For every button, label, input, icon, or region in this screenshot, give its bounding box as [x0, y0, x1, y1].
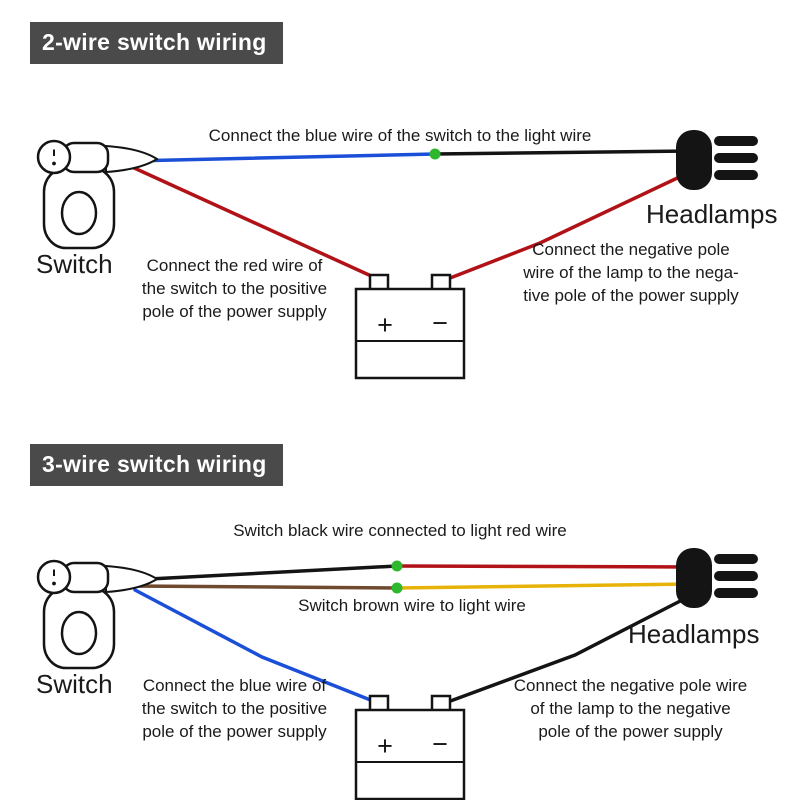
battery-minus-sign: −: [432, 729, 448, 759]
wire-blue-switch-to-junction: [128, 152, 437, 163]
wire-black-lamp-to-battery-negative: [443, 594, 692, 705]
note-lamp-negative-pole-2: Connect the negative pole wire of the la…: [478, 674, 783, 743]
wire-black-switch-to-junction: [128, 564, 399, 582]
section1-title: 2-wire switch wiring: [42, 29, 267, 55]
switch-illustration-2: [36, 559, 159, 670]
note-line: Connect the red wire of: [146, 256, 323, 275]
note-brown-wire-to-light: Switch brown wire to light wire: [298, 596, 526, 615]
wire-red-switch-to-battery-positive: [130, 165, 382, 282]
wire-red-lamp-to-battery-negative: [443, 170, 692, 282]
wire-junction-dot: [391, 582, 403, 594]
note-line: tive pole of the power supply: [523, 286, 739, 305]
note-line: the switch to the positive: [141, 279, 328, 298]
headlamps-label-1: Headlamps: [646, 199, 778, 229]
note-blue-wire-to-light: Connect the blue wire of the switch to t…: [208, 126, 592, 145]
note-line: the switch to the positive: [141, 699, 328, 718]
section2-title: 3-wire switch wiring: [42, 451, 267, 477]
battery-minus-sign: −: [432, 308, 448, 338]
headlamp-connector-1: [676, 130, 758, 190]
section1-title-banner: 2-wire switch wiring: [30, 22, 283, 64]
note-line: pole of the power supply: [538, 722, 723, 741]
note-line: of the lamp to the negative: [530, 699, 731, 718]
switch-label-2: Switch: [36, 669, 113, 699]
battery-plus-sign: +: [377, 310, 393, 340]
wire-yellow-junction-to-lamp: [395, 582, 694, 590]
wire-junction-dot: [391, 560, 403, 572]
wire-black-junction-to-lamp: [433, 149, 694, 156]
wire-brown-switch-to-junction: [128, 584, 399, 590]
note-line: wire of the lamp to the nega-: [523, 263, 739, 282]
note-line: pole of the power supply: [142, 302, 327, 321]
battery-plus-sign: +: [377, 731, 393, 761]
note-lamp-negative-pole-1: Connect the negative pole wire of the la…: [487, 238, 775, 307]
wire-red-junction-to-lamp: [395, 564, 694, 569]
note-black-wire-to-red: Switch black wire connected to light red…: [233, 521, 567, 540]
note-line: Connect the blue wire of: [142, 676, 327, 695]
note-line: Connect the negative pole: [532, 240, 730, 259]
wire-blue-switch-to-battery-positive: [133, 588, 380, 705]
headlamps-label-2: Headlamps: [628, 619, 760, 649]
switch-illustration-1: [36, 139, 159, 250]
switch-label-1: Switch: [36, 249, 113, 279]
note-line: pole of the power supply: [142, 722, 327, 741]
note-red-wire-to-positive: Connect the red wire of the switch to th…: [117, 254, 352, 323]
note-blue-wire-to-positive: Connect the blue wire of the switch to t…: [117, 674, 352, 743]
wire-junction-dot: [429, 148, 441, 160]
note-line: Connect the negative pole wire: [513, 676, 748, 695]
section2-title-banner: 3-wire switch wiring: [30, 444, 283, 486]
headlamp-connector-2: [676, 548, 758, 608]
